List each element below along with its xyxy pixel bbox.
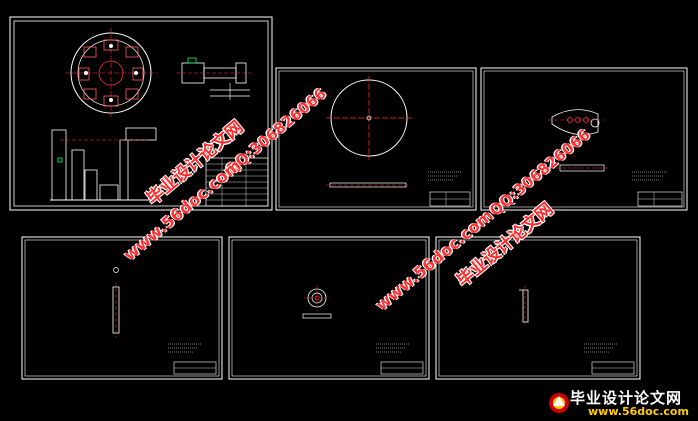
brand-url: www.56doc.com	[588, 405, 689, 418]
brand-title: 毕业设计论文网	[570, 389, 683, 407]
drawing-sheet-disc[interactable]	[275, 67, 477, 211]
rotary-plate-view	[65, 28, 157, 118]
drawing-sheet-shaft[interactable]	[21, 236, 223, 380]
drawing-sheet-bracket[interactable]	[480, 67, 688, 211]
drawing-sheet-assembly[interactable]	[9, 16, 273, 211]
front-elevation-view	[50, 127, 160, 201]
drawing-sheet-pin[interactable]	[435, 236, 641, 380]
brand-logo-icon	[549, 393, 569, 413]
brand-corner: 毕业设计论文网 www.56doc.com	[548, 386, 696, 420]
side-mechanism-view	[176, 57, 252, 100]
title-block-assembly	[205, 157, 269, 207]
drawing-sheet-flange[interactable]	[228, 236, 430, 380]
